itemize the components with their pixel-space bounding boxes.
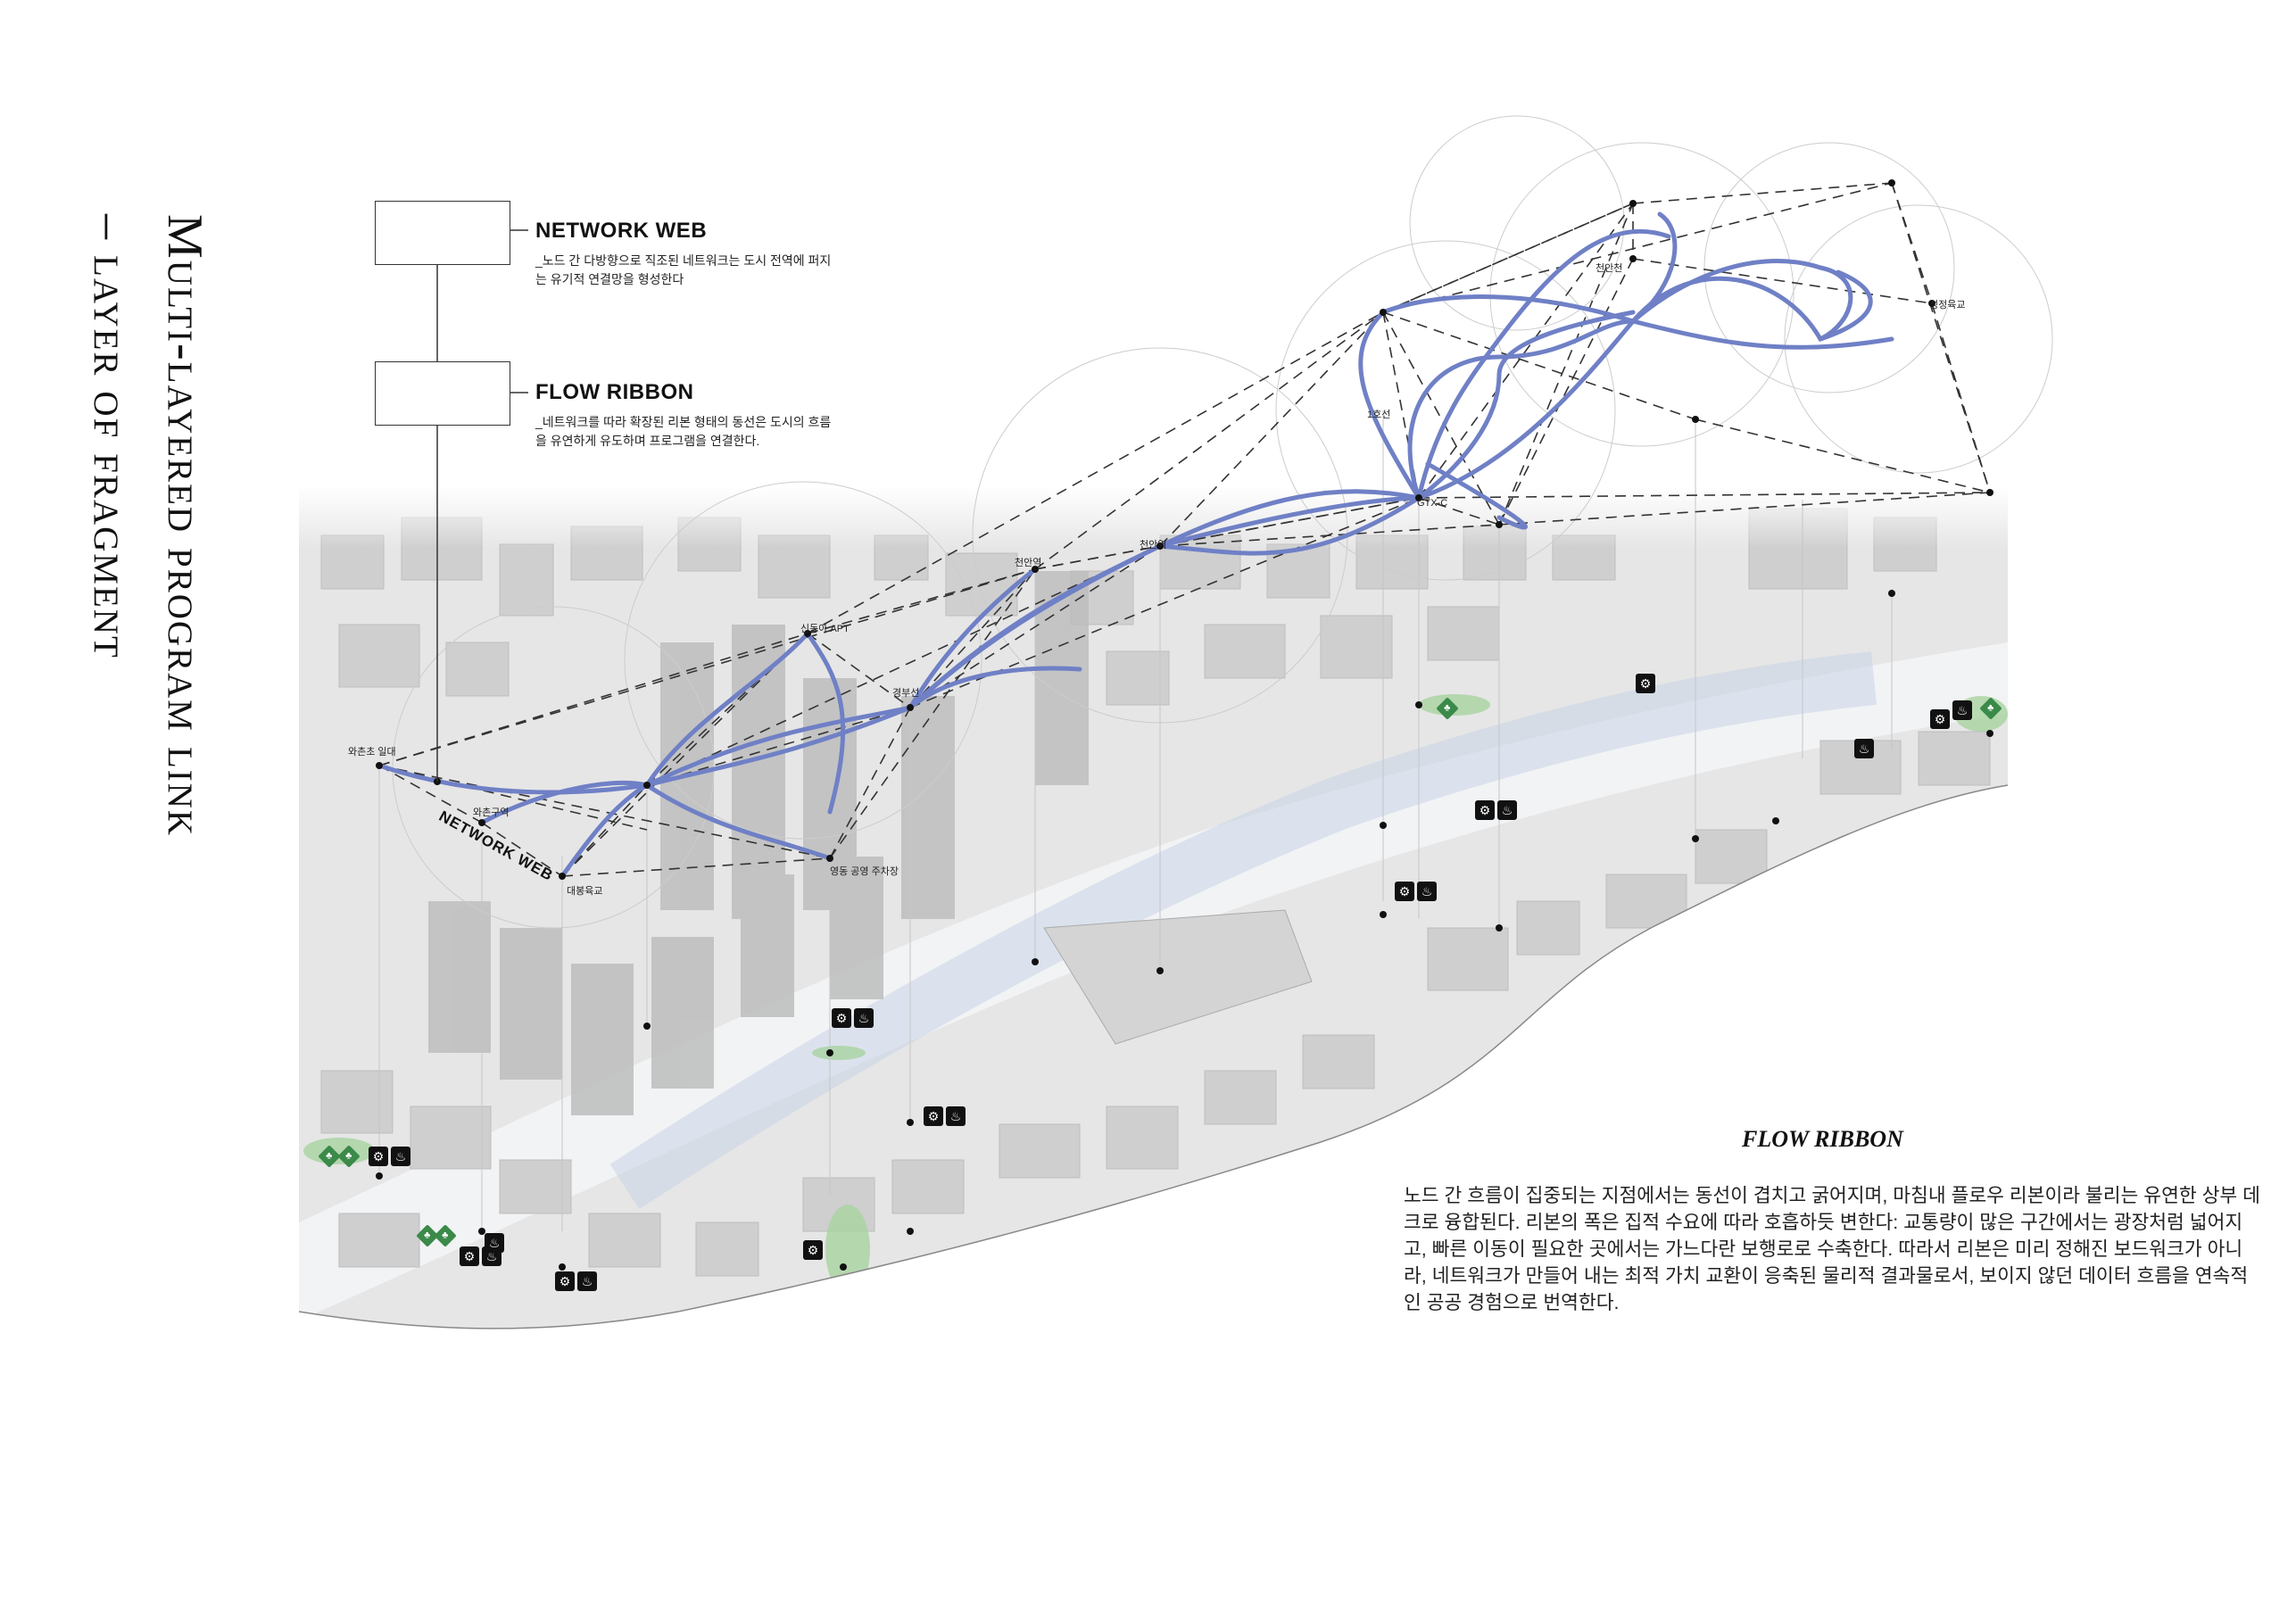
program-icon: ♨ xyxy=(854,1008,874,1028)
program-icon: ⚙ xyxy=(1930,709,1950,729)
program-icon: ♨ xyxy=(946,1106,966,1126)
program-icon: ⚙ xyxy=(803,1240,823,1260)
program-icon: ♨ xyxy=(1417,882,1437,901)
program-icon: ⚙ xyxy=(369,1147,388,1166)
network-nodes xyxy=(376,179,1993,1271)
node-label: GTX-C xyxy=(1417,498,1448,509)
node-label: 천안천 xyxy=(1596,263,1623,274)
program-icon: ⚙ xyxy=(832,1008,851,1028)
flow-ribbon xyxy=(377,211,1894,879)
page-title: Multi-layered program link – layer of fr… xyxy=(36,214,214,1213)
legend-ribbon-box xyxy=(375,361,510,426)
node-label: 천안역 xyxy=(1140,540,1167,551)
program-icon: ♨ xyxy=(1854,739,1874,758)
node-label: 대봉육교 xyxy=(567,886,603,897)
legend-web-desc: _노드 간 다방향으로 직조된 네트워크는 도시 전역에 퍼지는 유기적 연결망… xyxy=(535,253,832,286)
legend-web-box xyxy=(375,201,510,265)
legend-ribbon-title: FLOW RIBBON xyxy=(535,380,694,404)
node-label: 천안역 xyxy=(1015,558,1042,568)
node-label: 와촌초 일대 xyxy=(348,747,396,758)
program-icon: ⚙ xyxy=(555,1271,575,1291)
legend-web-title: NETWORK WEB xyxy=(535,219,708,243)
node-label: 경부선 xyxy=(892,688,920,699)
program-icon: ⚙ xyxy=(924,1106,943,1126)
projection-lines xyxy=(378,410,1893,1231)
title-line-2: – layer of fragment xyxy=(83,214,138,659)
program-icon: ⚙ xyxy=(1395,882,1414,901)
program-icon: ♨ xyxy=(577,1271,597,1291)
program-icon: ♨ xyxy=(391,1147,410,1166)
node-label: 성정육교 xyxy=(1929,300,1966,311)
program-icon: ♨ xyxy=(485,1233,504,1253)
node-label: 와촌구역 xyxy=(473,807,510,818)
node-label: 신동아 APT xyxy=(800,624,850,634)
flow-ribbon-paragraph: 노드 간 흐름이 집중되는 지점에서는 동선이 겹치고 굵어지며, 마침내 플로… xyxy=(1404,1185,2260,1313)
program-icon: ⚙ xyxy=(460,1246,479,1266)
title-line-1: Multi-layered program link xyxy=(157,214,212,838)
program-icon: ♨ xyxy=(1952,700,1972,720)
node-label: 영동 공영 주차장 xyxy=(830,866,899,877)
flow-ribbon-heading: FLOW RIBBON xyxy=(1742,1126,1903,1152)
node-label: 1호선 xyxy=(1367,410,1391,420)
legend-ribbon-desc: _네트워크를 따라 확장된 리본 형태의 동선은 도시의 흐름을 유연하게 유도… xyxy=(535,415,832,448)
program-icon: ♨ xyxy=(1497,800,1517,820)
program-icon: ⚙ xyxy=(1636,674,1655,693)
legend-connector xyxy=(436,229,528,782)
program-icon: ⚙ xyxy=(1475,800,1495,820)
